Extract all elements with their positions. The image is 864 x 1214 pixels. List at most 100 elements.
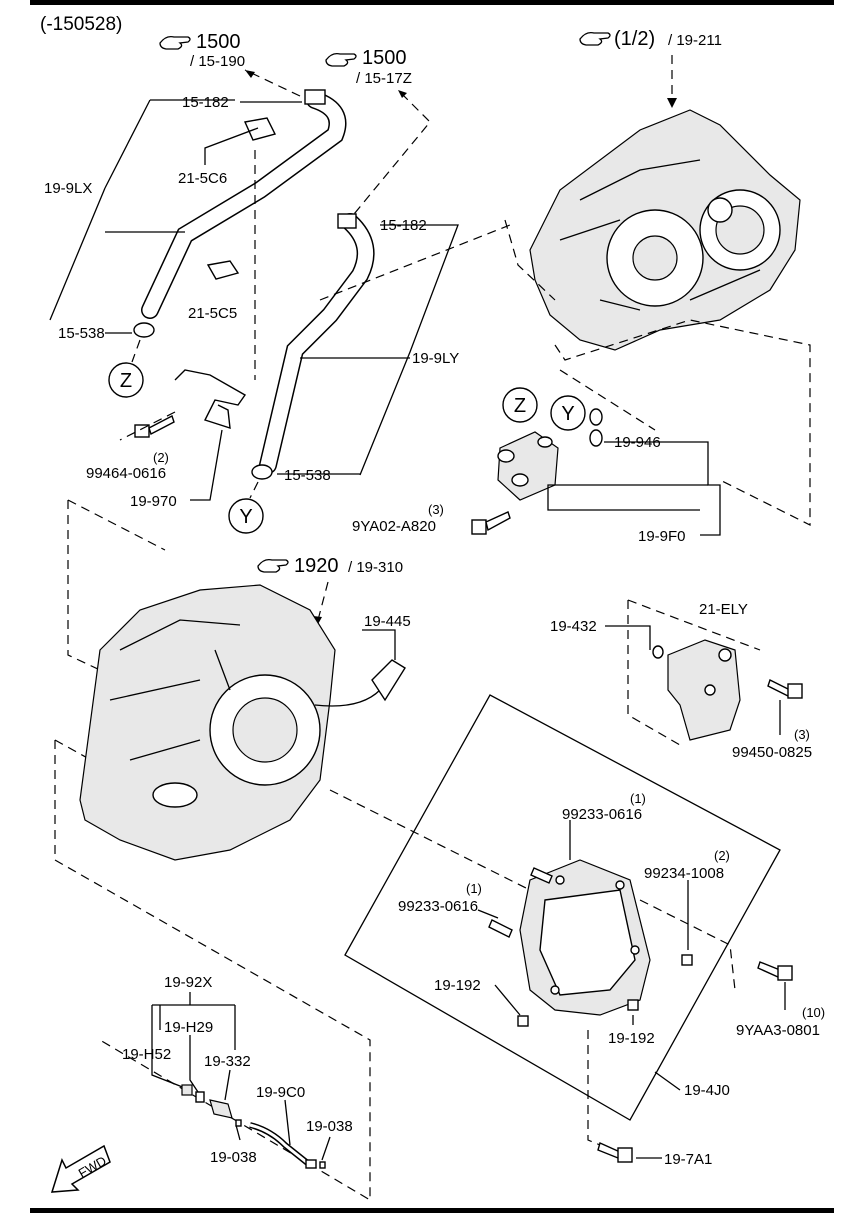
callout-y-right[interactable]: Y [550,395,586,431]
o-ring-19-946-b[interactable] [589,429,603,447]
dash-guide [319,224,511,301]
clamp-15-182-b[interactable] [337,213,357,229]
kit-box-19-4J0 [344,694,781,1121]
label-19-9C0: 19-9C0 [256,1084,305,1101]
plug-99234-1008[interactable] [681,954,693,966]
dash-guide [639,899,736,991]
ref-arrow-2 [344,91,431,226]
label-19-92X: 19-92X [164,974,212,991]
leader [494,984,521,1016]
ref-num: (1/2) [614,28,655,50]
dash-guide [67,499,166,551]
pointing-hand-icon [159,35,191,50]
cover-19-4J0[interactable] [519,859,651,1016]
label-9YA02-A820: 9YA02-A820 [352,518,436,535]
o-ring-19-946-a[interactable] [589,408,603,426]
dash-guide [627,600,681,746]
transmission-case-lower[interactable] [79,584,336,861]
fwd-arrow-icon: FWD [50,1144,111,1193]
plug-19-192-a[interactable] [517,1015,529,1027]
dash-guide [504,219,556,301]
leader [284,1099,291,1146]
dash-guide [554,319,811,526]
label-21-5C6-text: 21-5C6 [178,170,227,187]
leader [224,1069,231,1101]
plunger-19-H29[interactable] [195,1091,205,1103]
callout-letter: Z [120,370,132,392]
harness-19-445[interactable] [314,659,406,707]
pipe-19-9C0[interactable] [249,1122,317,1169]
oil-cooler-19-9F0[interactable] [497,431,559,501]
pointing-hand-icon [257,558,289,573]
hose-19-9LY[interactable] [259,213,375,474]
label-99233-0616-a: 99233-0616 [562,806,642,823]
washer-19-038-a[interactable] [319,1161,326,1169]
label-99233-0616-b: 99233-0616 [398,898,478,915]
bolt-9YAA3-0801[interactable] [757,961,793,981]
leader [359,224,459,476]
bolt-9YA02-A820[interactable] [471,511,511,535]
dash-guide [627,599,761,651]
transmission-case-upper[interactable] [529,109,801,351]
leader [605,625,651,650]
label-19-H29: 19-H29 [164,1019,213,1036]
qty-99233-a: (1) [630,791,646,806]
leader [477,909,499,919]
label-19-038-b: 19-038 [210,1149,257,1166]
qty-99234: (2) [714,848,730,863]
leader [654,1071,681,1091]
spring-19-H52[interactable] [181,1084,193,1096]
leader [362,629,396,660]
clamp-15-182-a[interactable] [304,89,326,105]
callout-y-left[interactable]: Y [228,498,264,534]
ref-1920[interactable]: 1920 / 19-310 [257,555,403,577]
ref-sub: / 19-310 [348,559,403,576]
clip-21-5C5[interactable] [206,260,240,280]
label-19-4J0: 19-4J0 [684,1082,730,1099]
callout-z-left[interactable]: Z [108,362,144,398]
bottom-border [30,1208,834,1213]
ref-1500-b[interactable]: 1500 / 15-17Z [325,47,412,87]
ref-1500-a[interactable]: 1500 / 15-190 [159,31,245,70]
ref-arrow-4 [317,581,329,621]
plug-19-192-b[interactable] [627,999,639,1011]
label-19-332: 19-332 [204,1053,251,1070]
label-19-9LY: 19-9LY [412,350,459,367]
label-19-9LX: 19-9LX [44,180,92,197]
dash-guide [67,500,101,671]
ref-arrow-1 [244,69,301,97]
pin-99233-0616-b[interactable] [488,919,513,938]
label-19-H52: 19-H52 [122,1046,171,1063]
leader [604,441,721,536]
plug-19-332[interactable] [209,1099,233,1119]
top-border [30,0,834,5]
bolt-99450-0825[interactable] [767,679,803,699]
pin-99233-0616-a[interactable] [530,867,553,884]
clamp-15-538-a[interactable] [133,322,155,338]
leader [235,1124,241,1141]
bolt-19-7A1[interactable] [597,1142,633,1163]
o-ring-19-432[interactable] [652,645,664,659]
label-9YAA3-0801: 9YAA3-0801 [736,1022,820,1039]
leader [190,429,223,501]
dash-guide [54,740,371,1202]
leader [189,1035,201,1096]
clip-21-5C6[interactable] [243,117,277,141]
callout-z-right[interactable]: Z [502,387,538,423]
solenoid-21-ELY[interactable] [667,639,741,741]
label-19-970: 19-970 [130,493,177,510]
bolt-99464-0616[interactable] [134,414,175,438]
label-15-182-a: 15-182 [182,94,229,111]
label-19-432: 19-432 [550,618,597,635]
washer-19-038-b[interactable] [235,1119,242,1127]
dash-guide [587,1030,601,1146]
dash-guide [131,339,141,363]
ref-12[interactable]: (1/2) / 19-211 [579,28,722,50]
hose-19-9LX[interactable] [141,91,347,319]
bracket-19-970[interactable] [174,369,247,429]
label-21-5C5-text: 21-5C5 [188,305,237,322]
clamp-15-538-b[interactable] [251,464,273,480]
label-19-445: 19-445 [364,613,411,630]
dash-guide [119,411,176,441]
